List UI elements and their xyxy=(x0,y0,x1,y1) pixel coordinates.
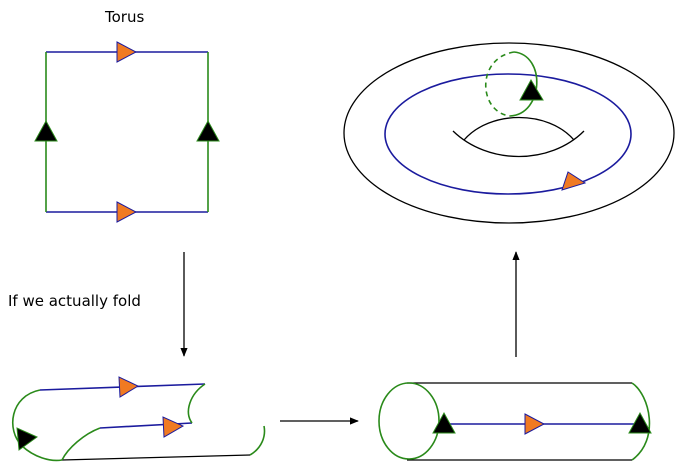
torus-meridian-arrow-icon xyxy=(519,78,544,101)
cylinder-left-end xyxy=(378,382,440,460)
square-bottom-arrow-icon xyxy=(116,201,138,223)
torus-meridian-front xyxy=(509,51,538,117)
torus-meridian-back xyxy=(484,51,515,117)
folded-right-flap xyxy=(187,383,206,424)
folded-left-edge xyxy=(11,389,63,462)
square-top-arrow-icon xyxy=(116,41,138,63)
folded-top-arrow-icon xyxy=(118,376,140,398)
folded-inner-curl xyxy=(61,427,101,461)
square-panel xyxy=(34,41,220,223)
folded-right-front-edge xyxy=(249,425,266,456)
square-right-arrow-icon xyxy=(196,119,220,142)
torus-blue-loop xyxy=(384,73,632,195)
cylinder-right-end xyxy=(631,382,651,461)
folded-bottom-edge xyxy=(61,454,251,461)
title-label: Torus xyxy=(104,8,144,26)
fold-label: If we actually fold xyxy=(8,292,141,310)
cylinder-left-arrow-icon xyxy=(432,411,456,434)
torus-loop-arrow-icon xyxy=(561,171,587,191)
folded-sheet-panel xyxy=(11,376,266,462)
cylinder-seam-arrow-icon xyxy=(524,413,546,435)
cylinder-right-arrow-icon xyxy=(628,411,652,434)
torus-panel xyxy=(343,42,675,224)
torus-outer-outline xyxy=(343,42,675,224)
torus-hole-lower xyxy=(452,130,585,157)
torus-hole-upper xyxy=(463,116,575,141)
folded-inner-arrow-icon xyxy=(162,416,185,438)
cylinder-panel xyxy=(378,382,652,461)
folded-left-arrow-icon xyxy=(16,427,38,451)
square-left-arrow-icon xyxy=(34,119,58,142)
